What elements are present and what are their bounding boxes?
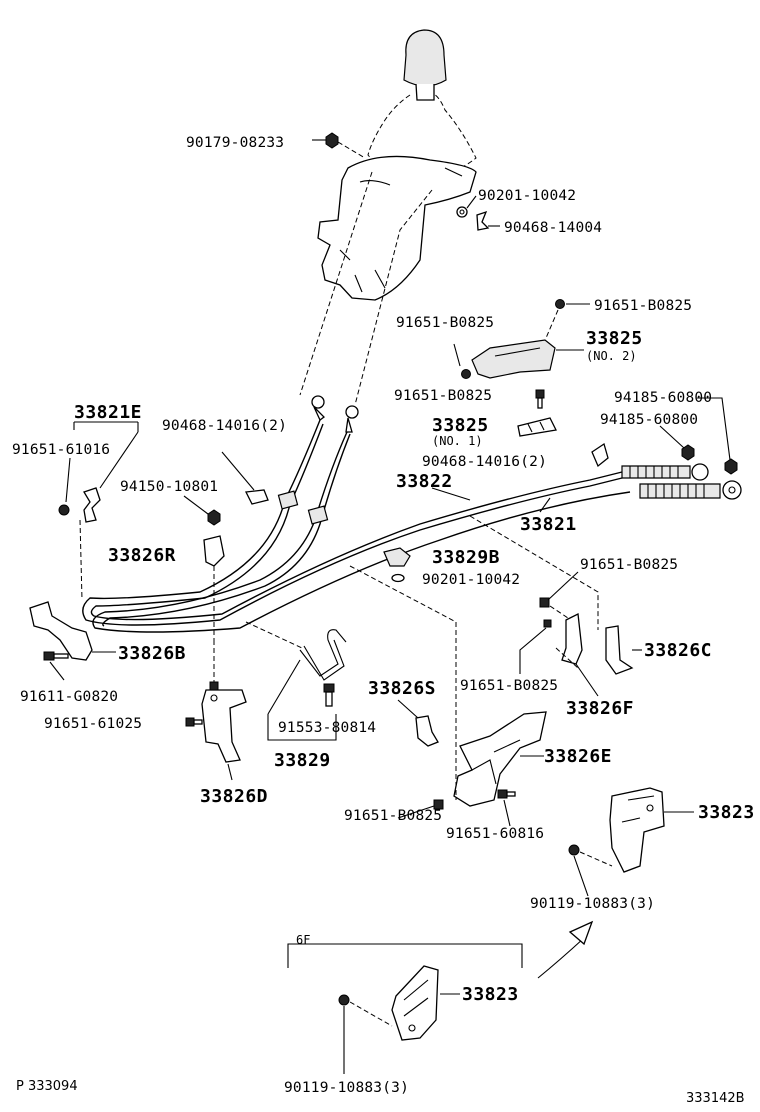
clip-icon [591, 442, 609, 468]
bolt-icon [323, 683, 335, 707]
bracket-33825-no1 [517, 417, 557, 437]
clamp-33821E [83, 487, 101, 523]
label-94150-10801: 94150-10801 [120, 479, 218, 495]
nut-icon [325, 132, 339, 149]
label-33826D: 33826D [200, 786, 268, 807]
label-90201-10042-mid: 90201-10042 [422, 572, 520, 588]
label-33826F: 33826F [566, 698, 634, 719]
clamp-33826R [203, 535, 225, 567]
label-91611-G0820: 91611-G0820 [20, 689, 118, 705]
label-90468-14004: 90468-14004 [504, 220, 602, 236]
cable-end-left [311, 395, 325, 422]
bolt-icon [185, 717, 203, 727]
bolt-icon [497, 789, 516, 799]
clamp-33829B [383, 547, 411, 567]
bolt-icon [43, 651, 69, 661]
cable-bellows-upper [621, 463, 709, 481]
bolt-icon [555, 299, 565, 309]
label-91651-61025: 91651-61025 [44, 716, 142, 732]
label-90468-14016-a: 90468-14016(2) [162, 418, 287, 434]
cable-end-right [345, 405, 359, 433]
label-33825-no2: 33825 [586, 328, 643, 349]
bracket-33826E [453, 711, 547, 807]
washer-icon [456, 206, 468, 218]
nut-icon [681, 444, 695, 461]
label-33826S: 33826S [368, 678, 436, 699]
shift-knob [403, 29, 447, 101]
label-94185-60800-b: 94185-60800 [600, 412, 698, 428]
clip-icon [476, 210, 490, 231]
bolt-icon [461, 369, 471, 379]
label-33823-a: 33823 [698, 802, 755, 823]
label-91651-B0825-e: 91651-B0825 [460, 678, 558, 694]
label-90179-08233: 90179-08233 [186, 135, 284, 151]
bolt-icon [535, 389, 545, 409]
arrow-icon [537, 920, 594, 979]
bolt-icon [58, 504, 70, 516]
variant-bracket-6F [287, 943, 523, 968]
label-90119-10883-b: 90119-10883(3) [284, 1080, 409, 1096]
label-no2: (NO. 2) [586, 349, 637, 363]
bracket-33823-lower [391, 965, 439, 1041]
bracket-33826B [29, 601, 93, 661]
bracket-33826C [605, 625, 634, 675]
label-91651-61016: 91651-61016 [12, 442, 110, 458]
page-reference: P 333094 [16, 1079, 78, 1094]
label-90468-14016-b: 90468-14016(2) [422, 454, 547, 470]
washer-icon [391, 573, 405, 583]
label-33826E: 33826E [544, 746, 612, 767]
label-90119-10883-a: 90119-10883(3) [530, 896, 655, 912]
bolt-icon [539, 597, 550, 608]
label-6F: 6F [296, 933, 310, 947]
label-33822: 33822 [396, 471, 453, 492]
label-94185-60800-a: 94185-60800 [614, 390, 712, 406]
bolt-icon [433, 799, 444, 810]
bracket-33825-no2 [471, 339, 556, 379]
label-33825-no1: 33825 [432, 415, 489, 436]
lever-guide-lines [299, 171, 433, 406]
label-91651-B0825-a: 91651-B0825 [594, 298, 692, 314]
label-33821: 33821 [520, 514, 577, 535]
shift-cable-33822 [82, 419, 631, 626]
nut-icon [207, 509, 221, 526]
bolt-icon [338, 994, 350, 1006]
label-33823-b: 33823 [462, 984, 519, 1005]
label-91651-B0825-f: 91651-B0825 [344, 808, 442, 824]
bolt-icon [209, 681, 219, 691]
bracket-33826D [201, 689, 247, 763]
clip-icon [245, 489, 269, 505]
nut-icon [724, 458, 738, 475]
figure-reference: 333142B [686, 1091, 745, 1106]
label-91553-80814: 91553-80814 [278, 720, 376, 736]
bracket-33826S [415, 715, 439, 747]
cable-bellows-lower [639, 480, 742, 500]
label-91651-60816: 91651-60816 [446, 826, 544, 842]
shift-cable-33821 [92, 431, 631, 633]
shift-boot [367, 93, 477, 181]
label-33826R: 33826R [108, 545, 176, 566]
label-33829B: 33829B [432, 547, 500, 568]
label-90201-10042-top: 90201-10042 [478, 188, 576, 204]
label-91651-B0825-b: 91651-B0825 [396, 315, 494, 331]
label-33826B: 33826B [118, 643, 186, 664]
bracket-33823-upper [609, 787, 665, 873]
shift-lever-housing [317, 155, 477, 301]
bolt-icon [568, 844, 580, 856]
label-91651-B0825-c: 91651-B0825 [394, 388, 492, 404]
label-33829: 33829 [274, 750, 331, 771]
label-91651-B0825-d: 91651-B0825 [580, 557, 678, 573]
label-33826C: 33826C [644, 640, 712, 661]
label-no1: (NO. 1) [432, 434, 483, 448]
label-33821E: 33821E [74, 402, 142, 423]
bolt-icon [543, 619, 552, 628]
spring-clip-33829 [299, 629, 347, 681]
